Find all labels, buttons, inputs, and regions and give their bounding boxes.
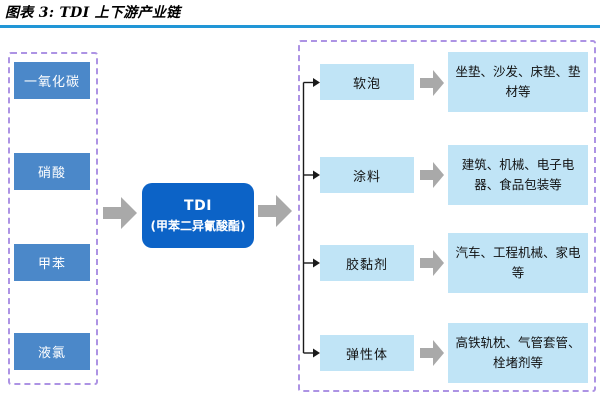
right-block-arrow-icon	[420, 70, 444, 96]
application-box-coatings: 建筑、机械、电子电器、食品包装等	[448, 145, 588, 205]
figure-title: 图表 3: TDI 上下游产业链	[5, 5, 181, 21]
right-block-arrow-icon	[420, 340, 444, 366]
header-rule	[0, 25, 600, 28]
right-block-arrow-icon	[103, 197, 137, 229]
upstream-dashed-frame	[8, 52, 98, 385]
upstream-box-nitric-acid: 硝酸	[14, 153, 90, 190]
category-box-elastomers: 弹性体	[320, 335, 414, 371]
upstream-box-carbon-monoxide: 一氧化碳	[14, 62, 90, 99]
right-block-arrow-icon	[420, 162, 444, 188]
application-box-soft-foam: 坐垫、沙发、床垫、垫材等	[448, 52, 588, 112]
application-box-adhesives: 汽车、工程机械、家电等	[448, 233, 588, 293]
category-box-soft-foam: 软泡	[320, 64, 414, 100]
category-box-adhesives: 胶黏剂	[320, 245, 414, 281]
application-box-elastomers: 高铁轨枕、气管套管、栓堵剂等	[448, 323, 588, 383]
upstream-box-liquid-chlorine: 液氯	[14, 333, 90, 370]
right-block-arrow-icon	[420, 250, 444, 276]
right-block-arrow-icon	[258, 195, 292, 227]
downstream-dashed-frame	[298, 40, 596, 392]
tdi-sublabel: (甲苯二异氰酸酯)	[150, 218, 246, 233]
tdi-box: TDI (甲苯二异氰酸酯)	[142, 183, 254, 248]
category-box-coatings: 涂料	[320, 157, 414, 193]
tdi-label: TDI	[184, 197, 212, 214]
upstream-box-toluene: 甲苯	[14, 244, 90, 281]
